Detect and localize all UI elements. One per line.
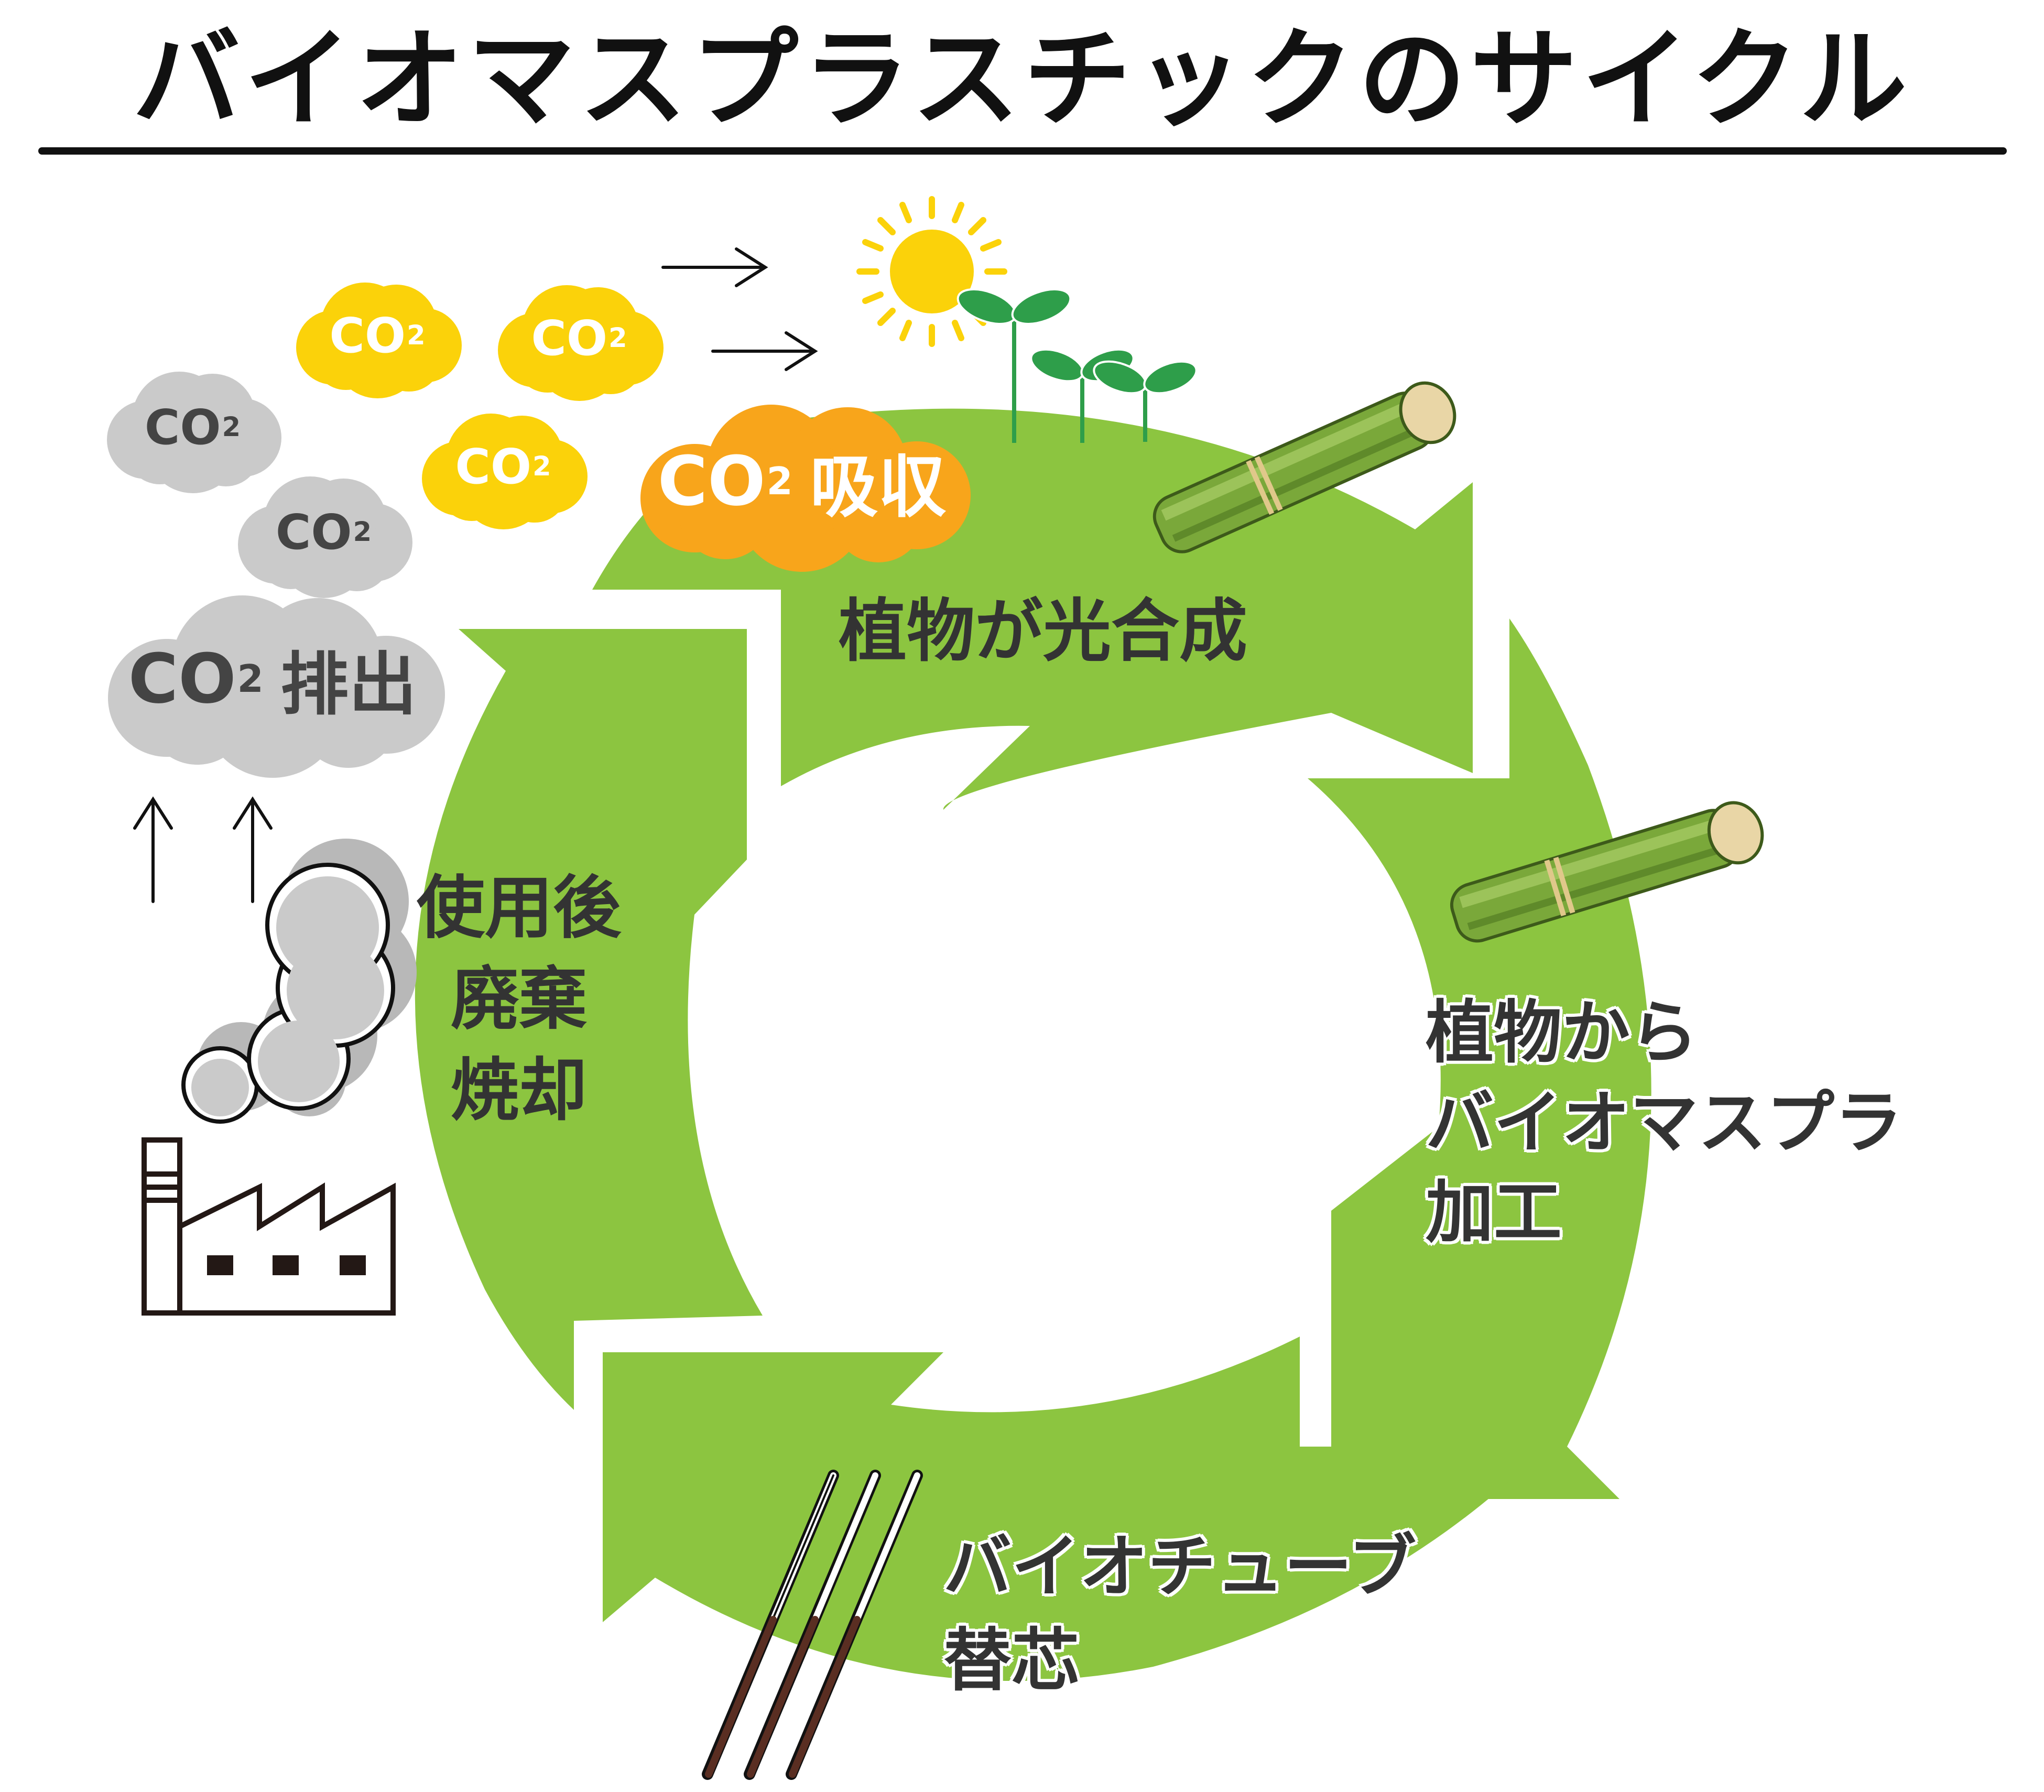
co2-subscript: 2	[407, 320, 426, 351]
sprout-icon	[956, 288, 1198, 443]
co2-label: CO	[144, 399, 221, 455]
co2-subscript: 2	[532, 451, 551, 482]
arrow-up-icon	[133, 796, 273, 903]
factory-icon	[142, 1137, 396, 1316]
cycle-arrow-left	[415, 629, 763, 1410]
sugarcane-icon	[1450, 801, 1764, 943]
co2-label: CO	[128, 639, 236, 719]
sugarcane-icon	[1153, 381, 1456, 553]
cycle-arrow-bottom	[603, 1337, 1546, 1681]
co2-label: CO	[531, 310, 608, 366]
co2-label: CO	[329, 307, 406, 364]
co2-subscript: 2	[237, 657, 264, 701]
co2-subscript: 2	[766, 459, 793, 503]
co2-absorb-label: 吸収	[810, 447, 947, 527]
stage-label-product: バイオチューブ 替芯	[943, 1527, 1417, 1701]
co2-label: CO	[275, 504, 352, 560]
stage-label-photosynthesis: 植物が光合成	[839, 591, 1248, 671]
arrow-right-icon	[661, 247, 818, 371]
stage-label-disposal: 使用後 廃棄 焼却	[417, 868, 622, 1131]
co2-subscript: 2	[608, 322, 627, 354]
co2-label: CO	[657, 441, 766, 521]
co2-emit-label: 排出	[280, 645, 417, 724]
smoke-icon	[181, 839, 417, 1124]
page-title: バイオマスプラスチックのサイクル	[133, 17, 1911, 142]
co2-subscript: 2	[222, 411, 241, 443]
refill-pens-icon	[702, 1470, 923, 1780]
cycle-arrow-right	[1308, 618, 1651, 1499]
co2-label: CO	[455, 438, 532, 495]
sun-icon	[856, 196, 1007, 347]
stage-label-processing: 植物から バイオマスプラ 加工	[1426, 993, 1903, 1253]
co2-subscript: 2	[353, 516, 372, 548]
